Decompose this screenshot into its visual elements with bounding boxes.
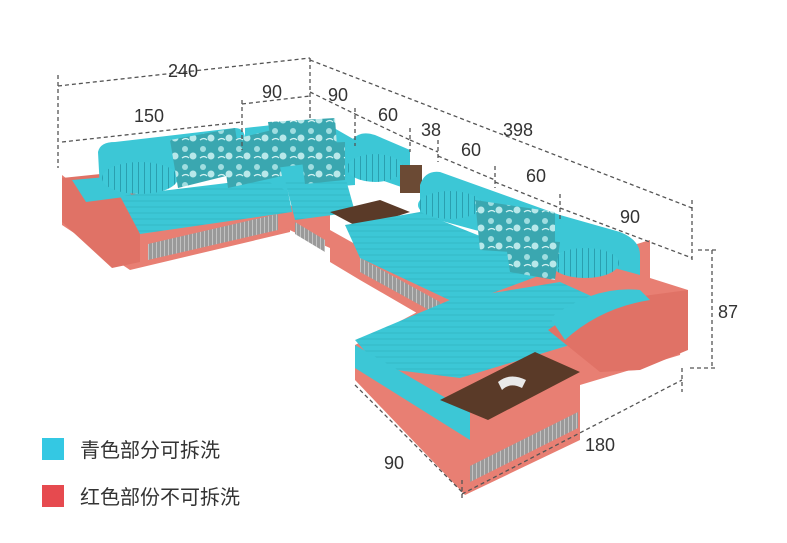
chaise-tray — [440, 352, 580, 420]
dim-60-b: 60 — [461, 140, 481, 160]
dim-90-bottom: 90 — [384, 453, 404, 473]
swatch-teal — [42, 437, 64, 460]
swatch-red — [42, 484, 64, 507]
legend-item-not-washable: 红色部份不可拆洗 — [42, 481, 240, 510]
pillow-4 — [300, 142, 345, 184]
dim-240: 240 — [168, 61, 198, 81]
dim-38: 38 — [421, 120, 441, 140]
right-armrest-top — [550, 289, 650, 340]
grill-middle — [360, 258, 440, 316]
grill-chaise — [470, 412, 578, 482]
bolster-middle — [347, 154, 403, 182]
legend-item-washable: 青色部分可拆洗 — [42, 434, 220, 463]
dim-90-top: 90 — [262, 82, 282, 102]
dim-87: 87 — [718, 302, 738, 322]
dim-60-a: 60 — [378, 105, 398, 125]
pillow-6 — [505, 238, 560, 280]
dim-60-c: 60 — [526, 166, 546, 186]
left-seat — [120, 176, 292, 234]
dim-398: 398 — [503, 120, 533, 140]
pillow-2 — [222, 130, 282, 188]
tray-cloth — [498, 376, 526, 390]
sofa-illustration — [62, 118, 688, 495]
dimension-labels: 240 90 150 90 60 38 398 60 60 90 87 180 … — [134, 61, 738, 473]
right-seat — [345, 212, 560, 305]
corner-seat — [285, 176, 355, 220]
dim-90-right: 90 — [620, 207, 640, 227]
shelf-unit — [400, 165, 422, 193]
bolster-far-right — [551, 248, 619, 278]
legend-label-washable: 青色部分可拆洗 — [80, 438, 220, 462]
chaise-front — [355, 345, 470, 440]
bolster-left — [102, 162, 178, 194]
dim-90-mid: 90 — [328, 85, 348, 105]
grill-corner — [295, 222, 325, 252]
bolster-right — [418, 191, 482, 219]
dim-180: 180 — [585, 435, 615, 455]
grill-left — [148, 214, 278, 260]
dim-150: 150 — [134, 106, 164, 126]
legend-label-not-washable: 红色部份不可拆洗 — [80, 485, 240, 509]
side-table-top — [330, 200, 410, 228]
dimension-lines — [57, 57, 718, 500]
